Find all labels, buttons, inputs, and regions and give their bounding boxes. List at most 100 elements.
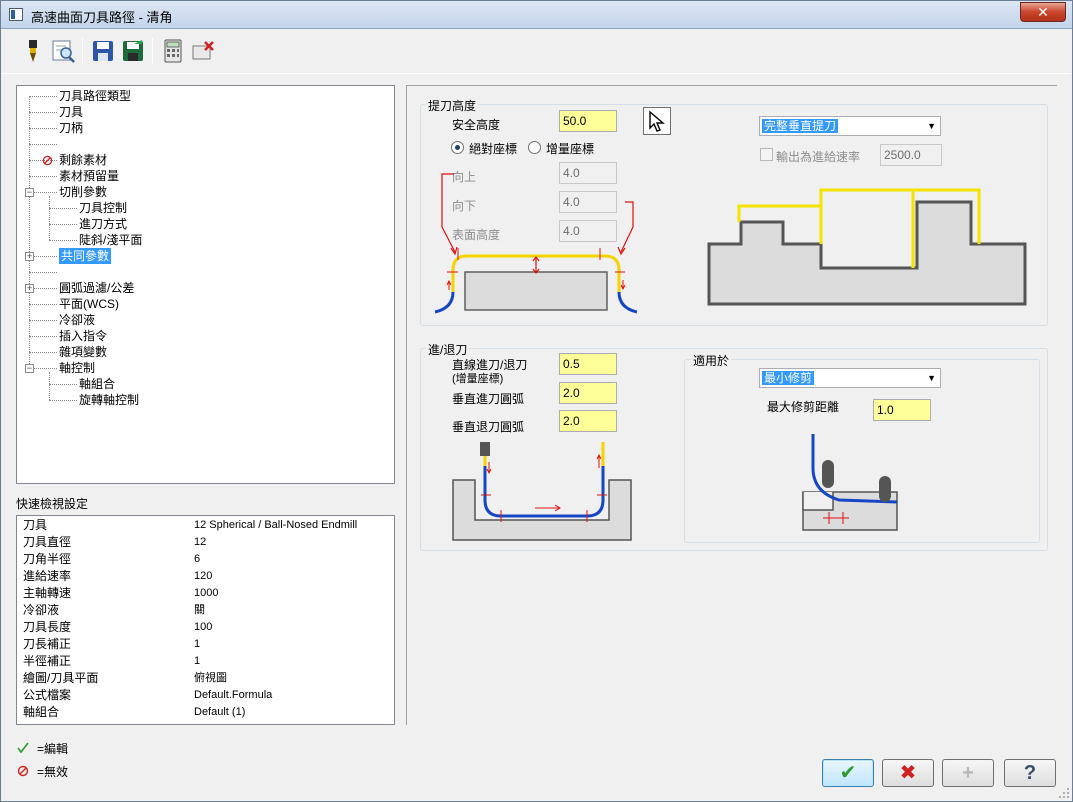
retract-clearance-diagram: [434, 173, 638, 314]
entry-arc-label: 垂直進刀圓弧: [452, 392, 525, 406]
add-button[interactable]: +: [942, 759, 994, 787]
parameter-page: 提刀高度 安全高度 50.0 絕對座標 增量座標 向上 4.0 向下 4.0 表…: [406, 85, 1057, 725]
quick-view-key: 刀長補正: [23, 637, 72, 651]
quick-view-title: 快速檢視設定: [16, 497, 89, 511]
cancel-button[interactable]: ✖: [882, 759, 934, 787]
quick-view-value: 1: [194, 638, 201, 650]
quick-view-value: 1: [194, 655, 201, 667]
help-button[interactable]: ?: [1004, 759, 1056, 787]
safety-height-field[interactable]: 50.0: [559, 110, 617, 132]
preview-icon[interactable]: [50, 38, 76, 64]
entry-exit-group-title: 進/退刀: [426, 341, 470, 358]
down-field[interactable]: 4.0: [559, 191, 617, 213]
tree-item[interactable]: 進刀方式: [79, 217, 128, 231]
select-point-button[interactable]: [643, 107, 671, 135]
delete-icon[interactable]: [190, 38, 216, 64]
quick-view-key: 冷卻液: [23, 603, 60, 617]
tree-item[interactable]: 刀具控制: [79, 201, 128, 215]
title-bar: 高速曲面刀具路徑 - 清角 ✕: [1, 1, 1072, 29]
quick-view-value: Default.Formula: [194, 689, 273, 701]
tool-icon[interactable]: [20, 38, 46, 64]
cursor-arrow-icon: [649, 110, 665, 132]
quick-view-key: 半徑補正: [23, 654, 72, 668]
close-button[interactable]: ✕: [1020, 2, 1066, 22]
quick-view-row: 刀具 12 Spherical / Ball-Nosed Endmill: [23, 517, 383, 534]
legend-disabled-label: =無效: [37, 765, 69, 779]
tree-connector: [29, 288, 57, 289]
tree-item[interactable]: 平面(WCS): [59, 297, 119, 311]
tree-connector: [49, 208, 77, 209]
quick-view-key: 繪圖/刀具平面: [23, 671, 99, 685]
tree-item[interactable]: 軸控制: [59, 361, 96, 375]
ok-button[interactable]: ✔: [822, 759, 874, 787]
quick-view-row: 半徑補正 1: [23, 653, 383, 670]
exit-arc-field[interactable]: 2.0: [559, 410, 617, 432]
max-trim-label: 最大修剪距離: [767, 400, 840, 414]
calculator-icon[interactable]: [160, 38, 186, 64]
line-entry-field[interactable]: 0.5: [559, 353, 617, 375]
feed-rate-field[interactable]: 2500.0: [880, 144, 942, 166]
absolute-coord-label: 絕對座標: [469, 142, 518, 156]
surface-height-field[interactable]: 4.0: [559, 220, 617, 242]
retract-mode-dropdown[interactable]: 完整垂直提刀 ▼: [759, 116, 941, 136]
quick-view-key: 刀具長度: [23, 620, 72, 634]
resize-grip-icon[interactable]: [1058, 787, 1070, 799]
exit-arc-label: 垂直退刀圓弧: [452, 420, 525, 434]
quick-view-key: 刀具直徑: [23, 535, 72, 549]
quick-view-key: 刀角半徑: [23, 552, 72, 566]
quick-view-row: 進給速率 120: [23, 568, 383, 585]
retract-mode-diagram: [707, 188, 1027, 306]
tree-item[interactable]: 軸組合: [79, 377, 116, 391]
quick-view-row: 刀具長度 100: [23, 619, 383, 636]
tree-item[interactable]: 刀具: [59, 105, 84, 119]
tree-item[interactable]: 共同參數: [59, 248, 112, 264]
incremental-coord-radio[interactable]: [528, 141, 541, 154]
quick-view-value: 12 Spherical / Ball-Nosed Endmill: [194, 519, 358, 531]
quick-view-value: 100: [194, 621, 213, 633]
quick-view-key: 進給速率: [23, 569, 72, 583]
tree-item[interactable]: 冷卻液: [59, 313, 96, 327]
tree-connector: [29, 112, 57, 113]
checkmark-icon: [17, 742, 29, 754]
expand-icon[interactable]: +: [25, 251, 34, 261]
collapse-icon[interactable]: −: [25, 363, 34, 373]
save-icon[interactable]: [90, 38, 116, 64]
applies-mode-dropdown[interactable]: 最小修剪 ▼: [759, 368, 941, 388]
tree-connector: [29, 272, 57, 273]
quick-view-value: 120: [194, 570, 213, 582]
legend-edit-label: =編輯: [37, 742, 69, 756]
line-entry-label: 直線進刀/退刀: [452, 358, 528, 372]
tree-item[interactable]: 刀柄: [59, 121, 84, 135]
quick-view-key: 公式檔案: [23, 688, 72, 702]
tree-connector: [49, 196, 50, 240]
retract-group: [420, 104, 1048, 326]
tree-item[interactable]: 刀具路徑類型: [59, 89, 132, 103]
quick-view-value: 關: [194, 604, 205, 616]
quick-view-row: 刀長補正 1: [23, 636, 383, 653]
tree-item[interactable]: 陡斜/淺平面: [79, 233, 143, 247]
expand-icon[interactable]: +: [25, 283, 34, 293]
entry-arc-field[interactable]: 2.0: [559, 382, 617, 404]
output-feed-label: 輸出為進給速率: [776, 150, 861, 164]
quick-view-key: 軸組合: [23, 705, 60, 719]
tree-item[interactable]: 旋轉軸控制: [79, 393, 140, 407]
tree-connector: [29, 128, 57, 129]
tree-item[interactable]: 插入指令: [59, 329, 108, 343]
max-trim-field[interactable]: 1.0: [873, 399, 931, 421]
save-as-icon[interactable]: [120, 38, 146, 64]
down-label: 向下: [452, 199, 477, 213]
tree-item[interactable]: 剩餘素材: [59, 153, 108, 167]
toolbar-divider: [2, 73, 1071, 74]
toolbar-separator: [152, 38, 153, 64]
window-title: 高速曲面刀具路徑 - 清角: [31, 10, 173, 25]
output-feed-checkbox[interactable]: [760, 148, 773, 161]
tree-item[interactable]: 雜項變數: [59, 345, 108, 359]
collapse-icon[interactable]: −: [25, 187, 34, 197]
absolute-coord-radio[interactable]: [451, 141, 464, 154]
tree-item[interactable]: 切削參數: [59, 185, 108, 199]
up-field[interactable]: 4.0: [559, 162, 617, 184]
tree-item[interactable]: 素材預留量: [59, 169, 120, 183]
quick-view-key: 刀具: [23, 518, 48, 532]
tree-item[interactable]: 圓弧過濾/公差: [59, 281, 135, 295]
incremental-coord-label: 增量座標: [546, 142, 595, 156]
